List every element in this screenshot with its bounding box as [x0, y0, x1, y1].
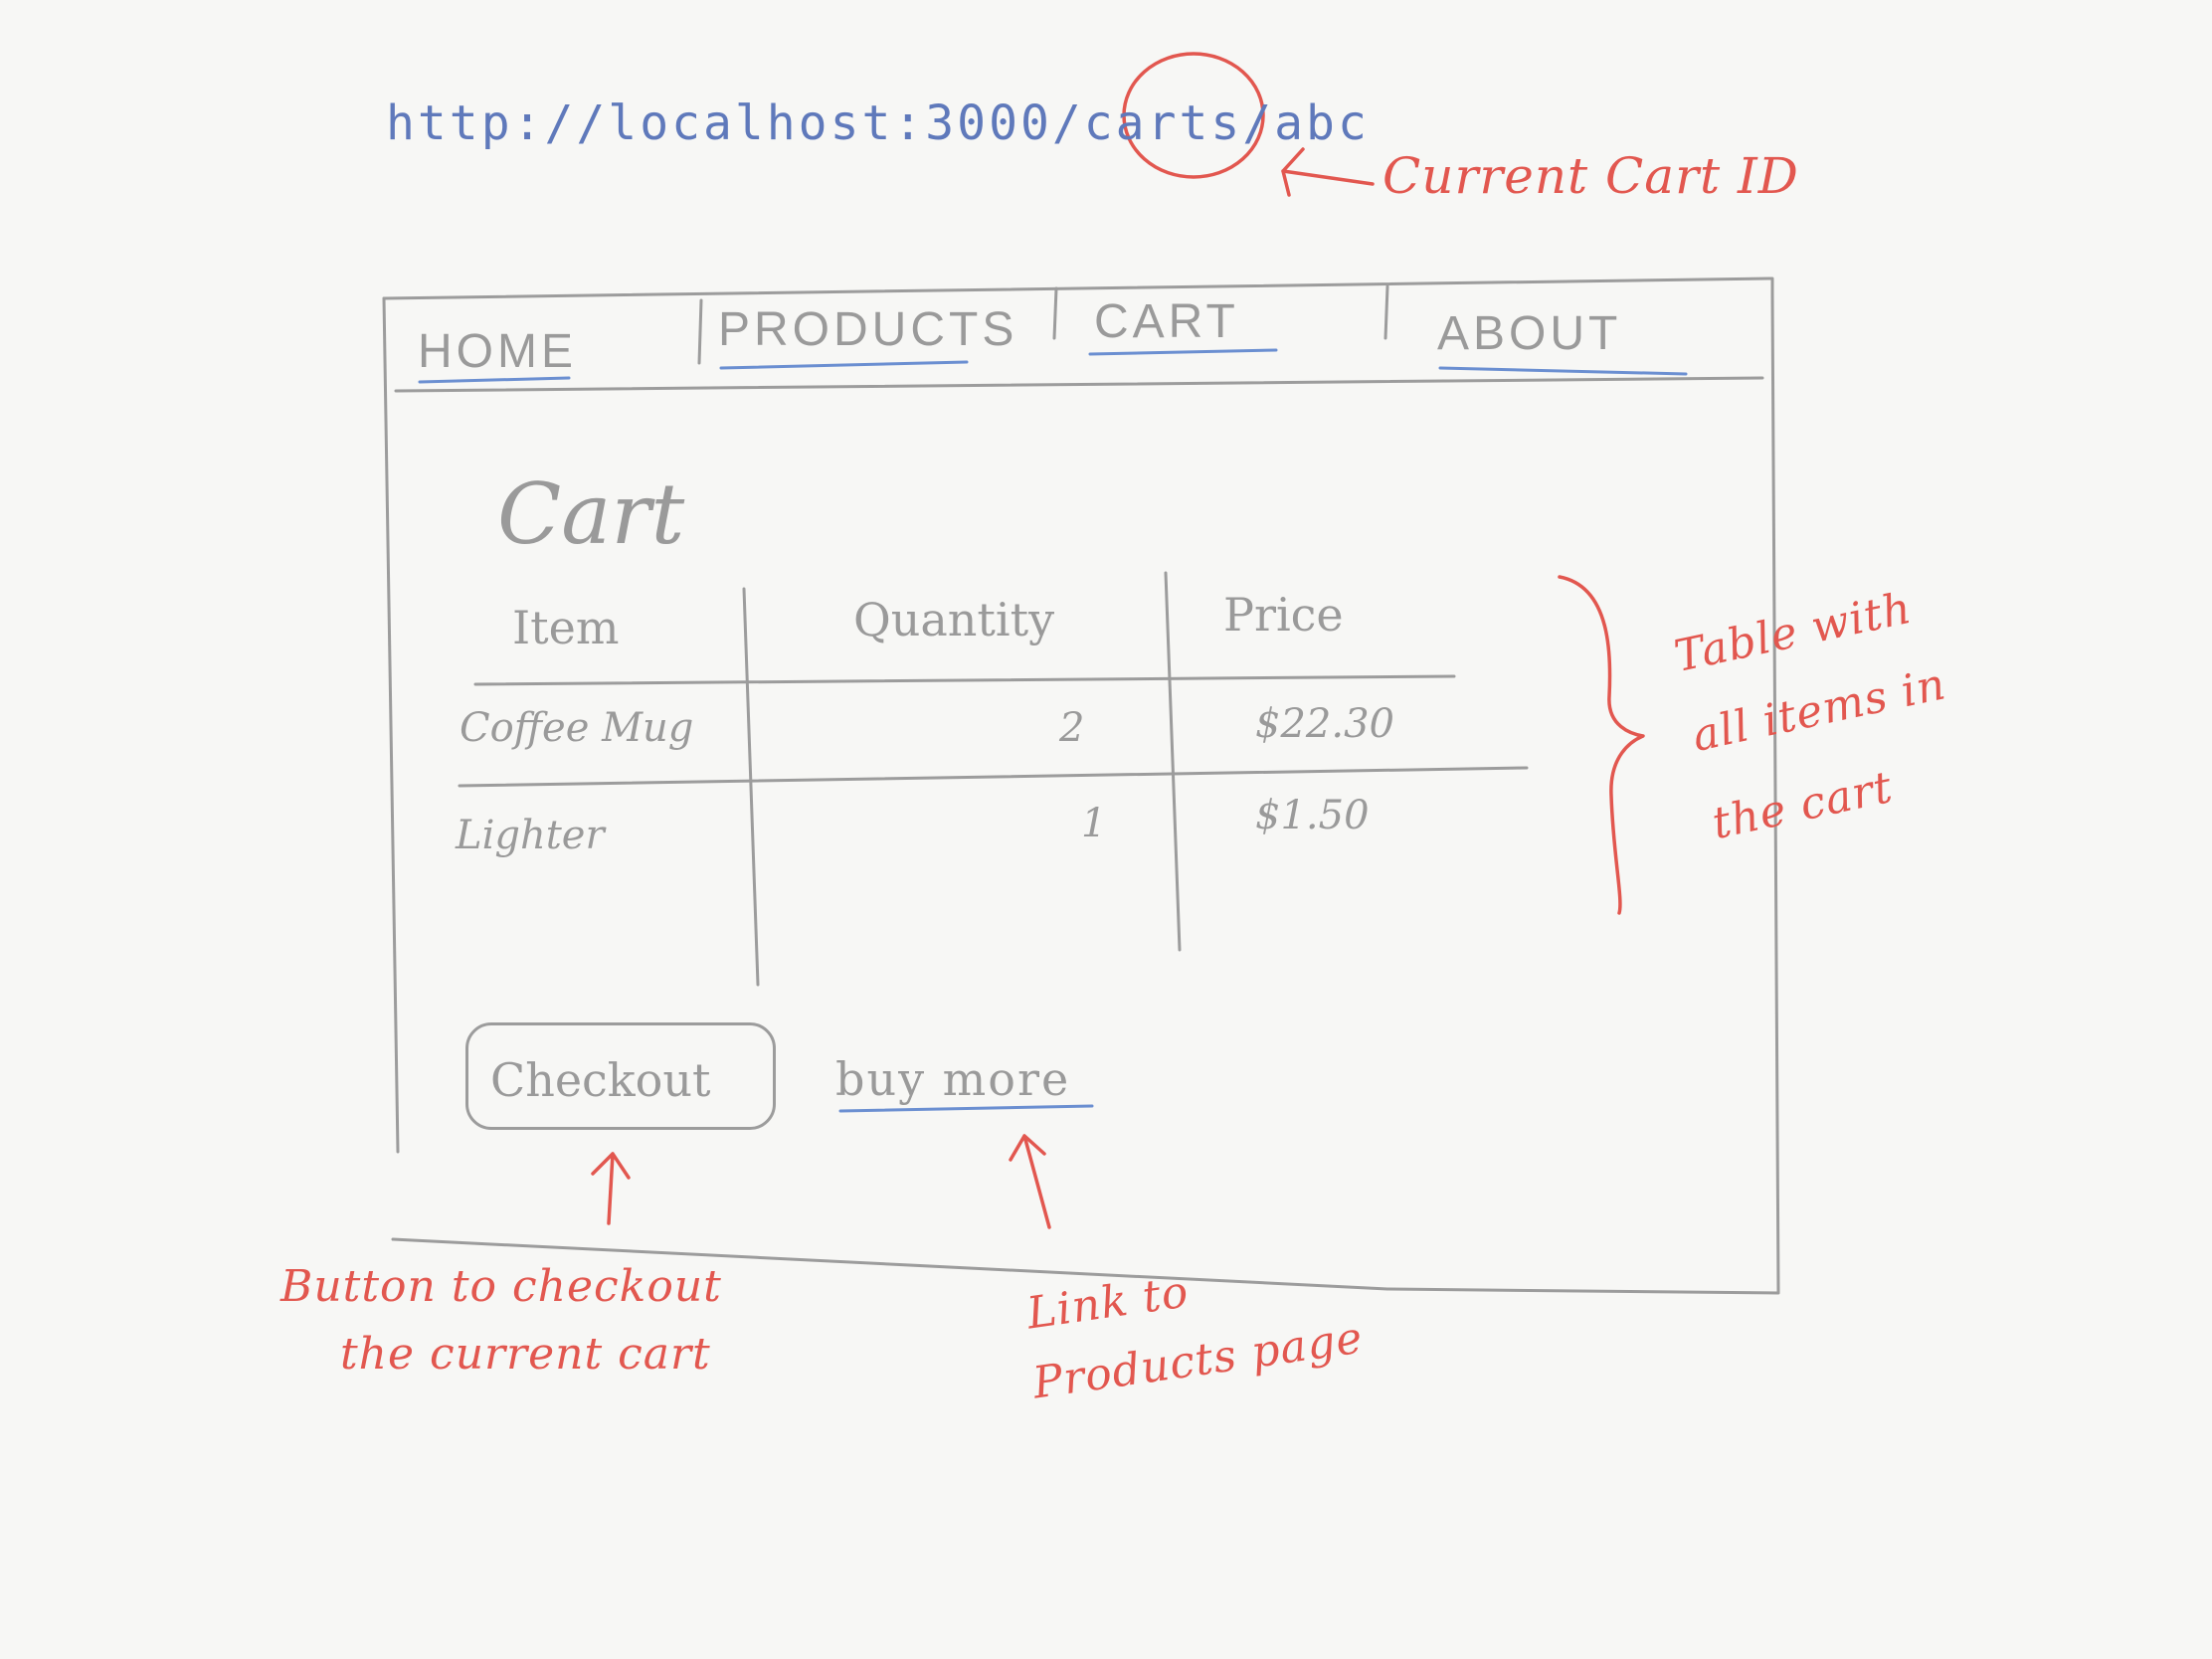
table-header-rule: [473, 674, 1456, 686]
nav-underline-cart: [1088, 348, 1278, 356]
table-header-item: Item: [512, 601, 620, 654]
buy-more-link[interactable]: buy more: [835, 1052, 1071, 1106]
nav-divider: [394, 376, 1764, 393]
table-cell-quantity: 1: [1081, 801, 1107, 846]
table-cell-item: Coffee Mug: [460, 705, 694, 751]
table-cell-price: $22.30: [1255, 701, 1394, 747]
table-column-divider: [742, 587, 760, 987]
nav-underline-about: [1438, 366, 1688, 376]
checkout-button-label: Checkout: [490, 1053, 711, 1107]
checkout-arrow: [591, 1152, 631, 1225]
nav-item-cart[interactable]: CART: [1094, 295, 1239, 348]
table-row-rule: [458, 766, 1529, 788]
nav-item-products[interactable]: PRODUCTS: [718, 303, 1018, 356]
table-cell-quantity: 2: [1059, 705, 1085, 751]
annotation-checkout: Button to checkout: [280, 1261, 722, 1312]
table-column-divider: [1164, 571, 1182, 952]
table-cell-price: $1.50: [1255, 793, 1370, 838]
annotation-checkout: the current cart: [340, 1329, 711, 1380]
cart-id-highlight: [1122, 52, 1265, 179]
table-cell-item: Lighter: [456, 813, 605, 858]
nav-separator: [1052, 286, 1058, 340]
window-left-edge: [382, 296, 400, 1154]
window-frame: [382, 276, 1780, 1295]
table-header-quantity: Quantity: [853, 593, 1055, 646]
checkout-button[interactable]: Checkout: [465, 1022, 776, 1130]
annotation-cart-id: Current Cart ID: [1382, 147, 1799, 205]
nav-underline-products: [719, 360, 969, 370]
nav-separator: [1383, 284, 1389, 340]
address-bar-url[interactable]: http://localhost:3000/carts/abc: [386, 95, 1370, 151]
nav-underline-home: [418, 376, 571, 384]
cart-id-arrow: [1281, 147, 1375, 197]
table-header-price: Price: [1223, 588, 1344, 642]
nav-item-home[interactable]: HOME: [418, 325, 577, 378]
nav-separator: [697, 298, 703, 365]
buy-more-arrow: [1009, 1134, 1051, 1229]
nav-item-about[interactable]: ABOUT: [1437, 307, 1622, 360]
buy-more-underline: [838, 1104, 1094, 1113]
page-title: Cart: [497, 465, 685, 563]
table-brace: [1558, 575, 1645, 915]
